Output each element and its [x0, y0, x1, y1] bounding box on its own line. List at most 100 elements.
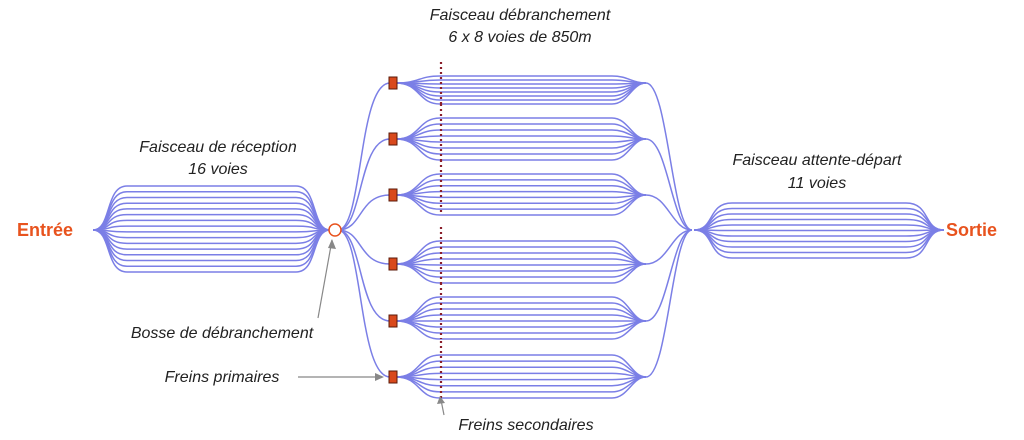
reception-yard-title: Faisceau de réception [139, 139, 297, 156]
sorting-track [395, 360, 647, 378]
primary-brake-icon [388, 257, 398, 271]
reception-track [92, 229, 331, 256]
reception-track [92, 185, 331, 231]
departure-track [693, 229, 945, 254]
reception-yard-tracks [92, 185, 331, 273]
sorting-feed-track [337, 229, 391, 322]
primary-brake-icon [388, 370, 398, 384]
sorting-track [395, 263, 647, 266]
sorting-exit-track [645, 229, 693, 322]
sorting-feed-track [337, 229, 391, 265]
reception-track [92, 229, 331, 233]
sorting-track [395, 194, 647, 205]
sorting-track [395, 173, 647, 196]
sorting-track [395, 302, 647, 322]
departure-yard-title: Faisceau attente-départ [733, 152, 903, 169]
bosse-label: Bosse de débranchement [131, 325, 314, 342]
sorting-track [395, 135, 647, 140]
sorting-track [395, 82, 647, 97]
sorting-track [395, 82, 647, 89]
freins-primaires-label: Freins primaires [165, 369, 280, 386]
sorting-yard-count: 6 x 8 voies de 850m [448, 29, 591, 46]
sorting-yard-title: Faisceau débranchement [430, 7, 611, 24]
sorting-track [395, 263, 647, 284]
freins-primaires-arrow-icon [375, 373, 384, 381]
sorting-track [395, 308, 647, 322]
reception-track [92, 229, 331, 273]
sorting-track [395, 82, 647, 105]
reception-track [92, 229, 331, 245]
departure-track [693, 207, 945, 231]
sorting-track [395, 138, 647, 155]
bosse-arrow-icon [328, 239, 336, 249]
sorting-track [395, 194, 647, 199]
sorting-yard-tracks [337, 75, 693, 399]
departure-track [693, 213, 945, 231]
freins-secondaires-arrow-icon [437, 396, 445, 404]
sorting-exit-track [645, 229, 693, 265]
sorting-track [395, 194, 647, 216]
sorting-track [395, 366, 647, 378]
sorting-track [395, 376, 647, 393]
pointers [298, 239, 445, 416]
bosse-pointer-line [317, 239, 333, 319]
sorting-feed-track [337, 82, 391, 231]
reception-track [92, 225, 331, 231]
sorting-track [395, 190, 647, 196]
sorting-track [395, 138, 647, 143]
reception-track [92, 219, 331, 231]
sorting-track [395, 354, 647, 378]
sorting-track [395, 82, 647, 93]
reception-yard-count: 16 voies [188, 161, 248, 178]
reception-track [92, 229, 331, 239]
sorting-track [395, 320, 647, 328]
departure-yard-tracks [693, 202, 945, 259]
sorting-track [395, 258, 647, 265]
entree-label: Entrée [17, 220, 73, 240]
hump-icon [328, 223, 342, 237]
sorting-track [395, 263, 647, 278]
sorting-track [395, 123, 647, 140]
freins-secondaires-label: Freins secondaires [458, 417, 593, 434]
sorting-track [395, 320, 647, 334]
reception-track [92, 213, 331, 231]
reception-track [92, 229, 331, 250]
departure-track [693, 229, 945, 232]
sorting-exit-track [645, 194, 693, 231]
reception-track [92, 208, 331, 231]
reception-track [92, 196, 331, 231]
primary-brake-icon [388, 132, 398, 146]
reception-track [92, 202, 331, 231]
sorting-track [395, 252, 647, 265]
sorting-exit-track [645, 229, 693, 378]
sortie-label: Sortie [946, 220, 997, 240]
departure-track [693, 229, 945, 243]
sorting-track [395, 376, 647, 387]
departure-track [693, 202, 945, 231]
sorting-track [395, 263, 647, 272]
departure-track [693, 218, 945, 231]
sorting-feed-track [337, 229, 391, 378]
sorting-track [395, 240, 647, 265]
sorting-feed-track [337, 194, 391, 231]
departure-track [693, 229, 945, 248]
sorting-track [395, 129, 647, 140]
sorting-track [395, 75, 647, 84]
sorting-track [395, 82, 647, 85]
sorting-track [395, 117, 647, 140]
sorting-exit-track [645, 82, 693, 231]
primary-brake-icon [388, 76, 398, 90]
sorting-feed-track [337, 138, 391, 231]
primary-brake-icon [388, 188, 398, 202]
sorting-track [395, 194, 647, 210]
sorting-track [395, 376, 647, 381]
departure-track [693, 229, 945, 259]
primary-brake-icon [388, 314, 398, 328]
sorting-track [395, 138, 647, 149]
departure-track [693, 224, 945, 231]
reception-track [92, 229, 331, 262]
sorting-track [395, 372, 647, 378]
sorting-track [395, 246, 647, 265]
